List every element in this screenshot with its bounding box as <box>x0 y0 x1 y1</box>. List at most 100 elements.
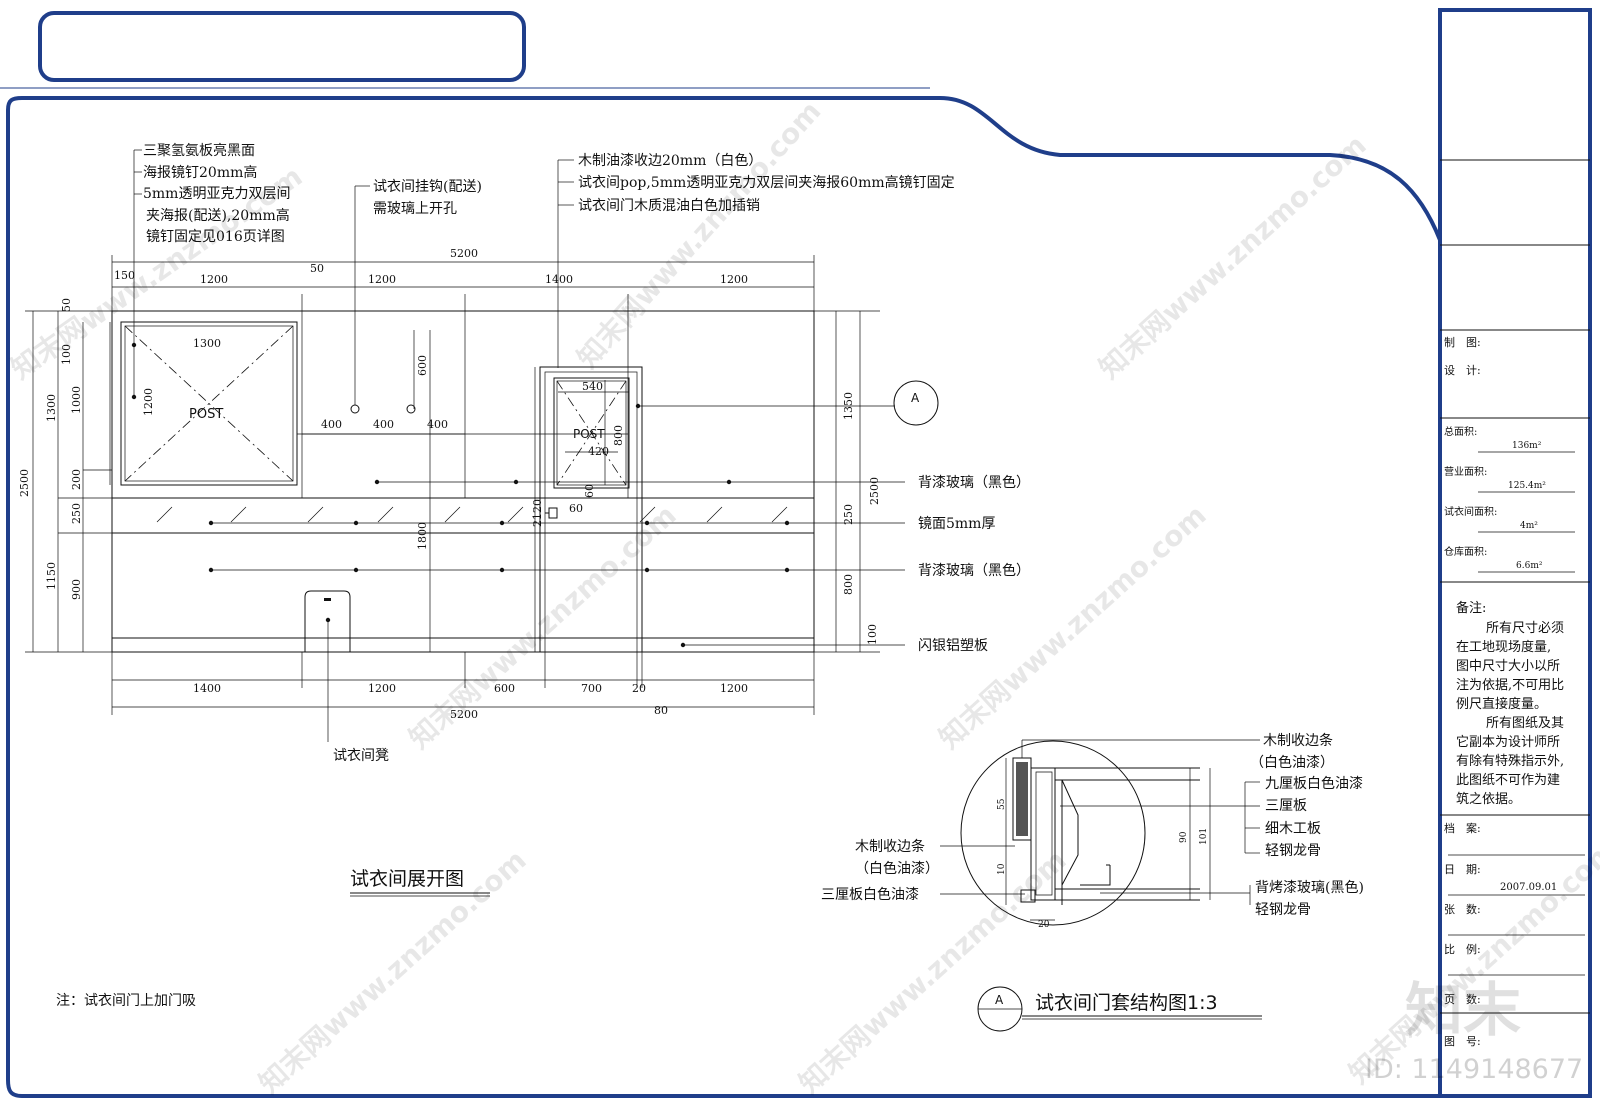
callout-text: 5mm透明亚克力双层间 <box>143 186 290 202</box>
dim-text: 1400 <box>545 273 573 286</box>
title-block: 制 图: 设 计: 总面积: 136m² 营业面积: 125.4m² 试衣间面积… <box>1440 159 1590 1048</box>
dim-text: 20 <box>1038 920 1050 930</box>
dimension-lines <box>25 255 880 715</box>
detail-marker-label: A <box>995 993 1004 1007</box>
watermark-logo: 知末 <box>1405 976 1521 1044</box>
remark-line: 筑之依据。 <box>1456 791 1521 807</box>
dim-text: 1200 <box>720 273 748 286</box>
dim-text: 20 <box>632 682 646 695</box>
poster-frame-left <box>120 321 298 486</box>
detail-circle <box>960 740 1146 926</box>
dim-text: 800 <box>612 425 625 446</box>
dim-text: 400 <box>427 418 448 431</box>
dim-text: 1800 <box>416 522 429 550</box>
remark-line: 所有尺寸必须 <box>1486 621 1564 636</box>
dim-text: 2120 <box>531 499 544 527</box>
page-label: 页 数: <box>1444 993 1481 1006</box>
section-marker <box>893 380 939 426</box>
dim-text: 90 <box>1179 831 1189 843</box>
dim-text: 1150 <box>45 562 58 590</box>
dim-text: 60 <box>569 502 583 515</box>
detail-label: （白色油漆） <box>855 860 939 877</box>
remark-line: 它副本为设计师所 <box>1456 734 1560 750</box>
dim-text: 900 <box>70 579 83 600</box>
sheets-label: 张 数: <box>1444 903 1481 916</box>
area-label-total: 总面积: <box>1444 425 1477 438</box>
area-value-fitting: 4m² <box>1520 521 1538 531</box>
callout-text: 闪银铝塑板 <box>918 638 988 654</box>
area-label-retail: 营业面积: <box>1444 465 1487 478</box>
dim-text: 1200 <box>200 273 228 286</box>
area-value-total: 136m² <box>1512 441 1542 451</box>
callout-text: 试衣间凳 <box>333 748 389 764</box>
detail-title: 试衣间门套结构图1:3 <box>1035 992 1218 1014</box>
elevation-drawing: POST POST <box>18 142 1030 1009</box>
dim-text: 50 <box>60 298 73 312</box>
draw-label: 制 图: <box>1444 336 1481 349</box>
dim-text: 250 <box>70 503 83 524</box>
mirror-hatch <box>156 506 788 523</box>
remark-line: 此图纸不可作为建 <box>1456 773 1560 788</box>
dim-text: 1350 <box>842 392 855 420</box>
callouts: 三聚氢氨板亮黑面 海报镜钉20mm高 5mm透明亚克力双层间 夹海报(配送),2… <box>143 142 1030 764</box>
door-frame-detail: 55 10 20 90 101 木制收边条 （白色油漆） 九厘板白色油漆 三厘板… <box>821 732 1364 1032</box>
dim-text: 150 <box>114 269 135 282</box>
dim-text: 2500 <box>868 477 881 505</box>
dim-text: 1200 <box>720 682 748 695</box>
dim-text: 600 <box>494 682 515 695</box>
area-value-storage: 6.6m² <box>1516 561 1543 571</box>
section-marker-label: A <box>911 391 920 405</box>
watermark-id: ID: 1149148677 <box>1365 1054 1583 1085</box>
dim-text: 50 <box>310 262 324 275</box>
dim-text: 420 <box>588 445 609 458</box>
detail-label: 细木工板 <box>1265 821 1321 837</box>
material-leaders <box>208 403 905 648</box>
dim-text: 55 <box>997 798 1007 810</box>
detail-label: 轻钢龙骨 <box>1255 902 1311 918</box>
watermarks: 知末网www.znzmo.com 知末网www.znzmo.com 知末网www… <box>5 95 1600 1101</box>
dim-text: 600 <box>416 355 429 376</box>
drawing-note: 注：试衣间门上加门吸 <box>56 993 196 1009</box>
post-label-door: POST <box>573 427 605 441</box>
detail-label: 九厘板白色油漆 <box>1265 775 1363 792</box>
dim-text: 1200 <box>142 388 155 416</box>
dim-text: 100 <box>866 624 879 645</box>
dim-text: 1200 <box>368 682 396 695</box>
callout-text: 背漆玻璃（黑色） <box>918 474 1030 491</box>
dimension-text: 5200 150 1200 50 1200 1400 1200 1400 120… <box>18 247 881 721</box>
dim-text: 1300 <box>193 337 221 350</box>
dim-text: 1200 <box>368 273 396 286</box>
dim-text: 5200 <box>450 708 478 721</box>
dim-text: 1400 <box>193 682 221 695</box>
detail-label: 木制收边条 <box>855 838 925 855</box>
dim-text: 250 <box>842 504 855 525</box>
detail-label: 背烤漆玻璃(黑色) <box>1255 879 1364 896</box>
remark-line: 在工地现场度量, <box>1456 639 1551 655</box>
area-label-storage: 仓库面积: <box>1444 545 1487 558</box>
fitting-stool <box>304 590 351 652</box>
callout-text: 试衣间挂钩(配送) <box>373 179 482 195</box>
hook-icon <box>350 404 360 414</box>
dim-text: 1000 <box>70 386 83 414</box>
date-value: 2007.09.01 <box>1500 882 1557 893</box>
callout-text: 试衣间门木质混油白色加插销 <box>578 197 760 214</box>
remark-line: 图中尺寸大小以所 <box>1456 659 1560 674</box>
dim-text: 60 <box>583 484 596 498</box>
watermark-text: 知末网www.znzmo.com <box>793 843 1073 1100</box>
dim-text: 100 <box>60 344 73 365</box>
detail-label: 轻钢龙骨 <box>1265 843 1321 859</box>
dim-text: 400 <box>321 418 342 431</box>
poster-frame-door <box>553 377 630 489</box>
callout-text: 海报镜钉20mm高 <box>143 164 257 181</box>
detail-label: 木制收边条 <box>1263 732 1333 749</box>
remark-line: 有除有特殊指示外, <box>1456 754 1564 769</box>
watermark-text: 知末网www.znzmo.com <box>933 498 1213 755</box>
dim-text: 80 <box>654 704 668 717</box>
callout-text: 需玻璃上开孔 <box>373 200 457 217</box>
date-label: 日 期: <box>1444 863 1481 876</box>
detail-label: 三厘板 <box>1265 798 1307 814</box>
callout-text: 夹海报(配送),20mm高 <box>146 207 290 224</box>
callout-text: 背漆玻璃（黑色） <box>918 562 1030 579</box>
dim-text: 1300 <box>45 394 58 422</box>
